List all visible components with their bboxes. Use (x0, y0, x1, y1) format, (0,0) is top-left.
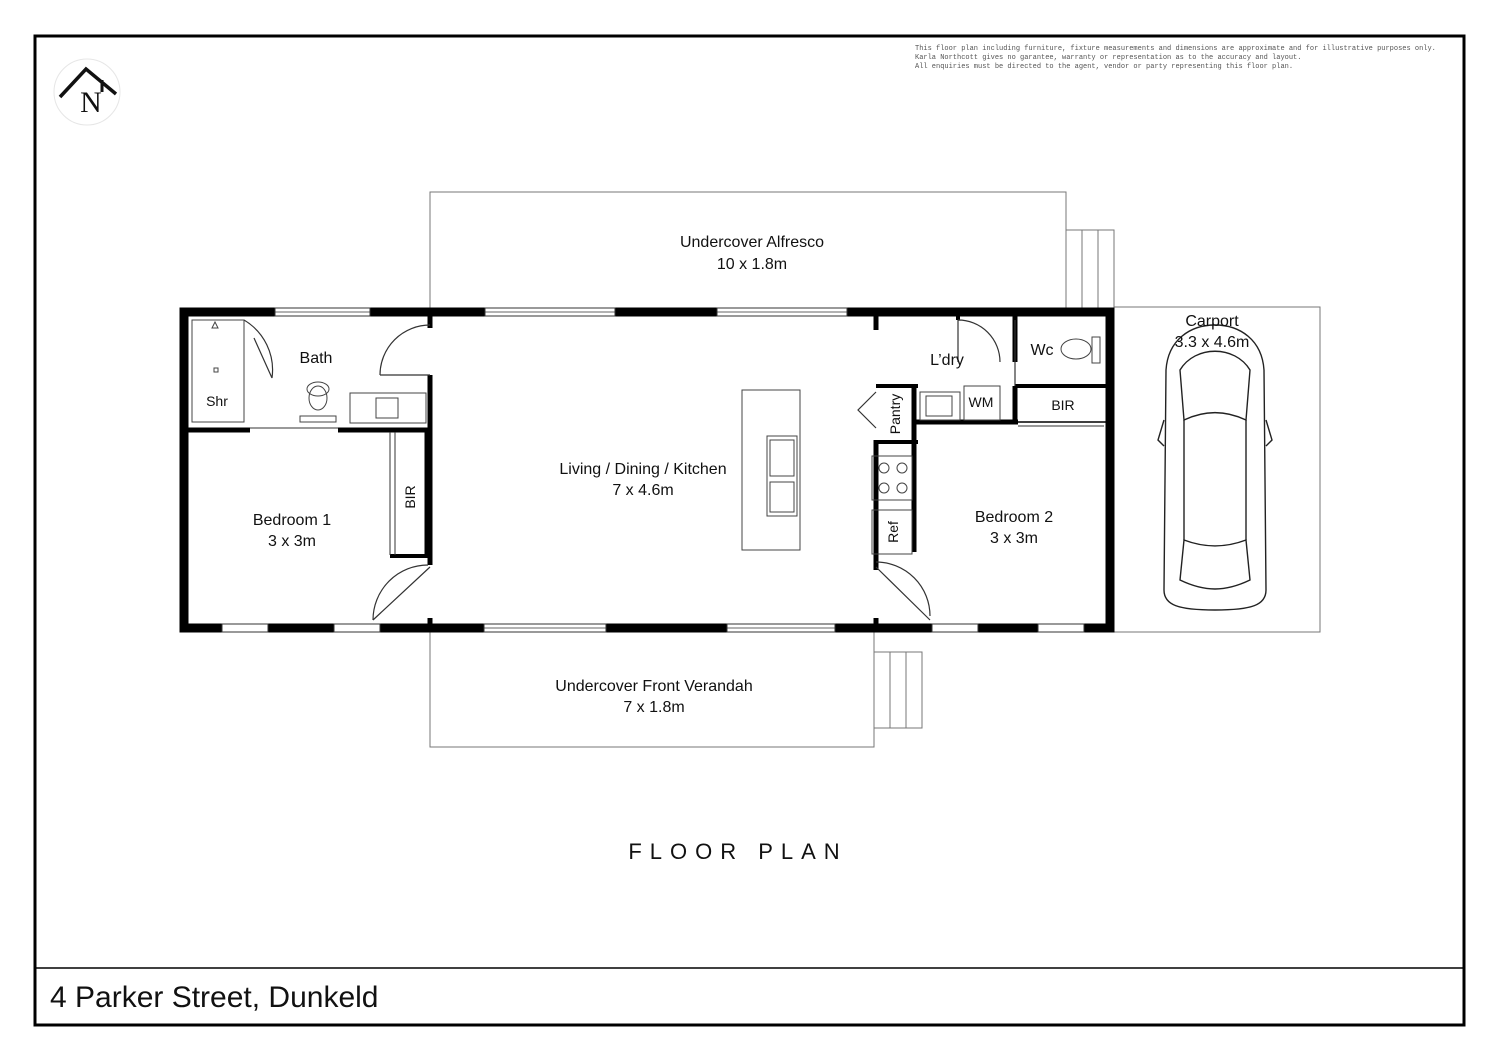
alfresco-outline (429, 191, 1067, 310)
outer-frame (33, 34, 1466, 1027)
ref-label: Ref (885, 521, 901, 543)
bath-label: Bath (300, 350, 333, 367)
exterior-walls (179, 307, 1115, 633)
bedroom2-size: 3 x 3m (990, 530, 1038, 547)
carport-label: Carport (1185, 313, 1239, 330)
plan-title: FLOOR PLAN (628, 839, 847, 864)
fridge-space (871, 509, 913, 555)
bath-vanity (349, 392, 427, 424)
pantry-label: Pantry (887, 394, 903, 434)
logo-letter: N (80, 86, 102, 119)
living-label: Living / Dining / Kitchen (559, 461, 726, 478)
property-address: 4 Parker Street, Dunkeld (50, 981, 379, 1014)
bedroom1-label: Bedroom 1 (253, 512, 331, 529)
doors (243, 319, 1104, 621)
fixtures (191, 319, 1101, 555)
carport-size: 3.3 x 4.6m (1175, 334, 1250, 351)
pantry-door (857, 391, 877, 429)
disclaimer: This floor plan including furniture, fix… (915, 45, 1436, 71)
shower-label: Shr (206, 393, 228, 409)
interior-walls (188, 316, 1106, 624)
logo: N (53, 58, 121, 126)
carport-outline (1113, 306, 1321, 633)
alfresco-size: 10 x 1.8m (717, 256, 787, 273)
car-icon (1157, 324, 1273, 611)
kitchen-sink-icon (766, 435, 798, 517)
verandah-size: 7 x 1.8m (623, 699, 684, 716)
disclaimer-line-3: All enquiries must be directed to the ag… (915, 63, 1293, 71)
bath-basin-icon (375, 397, 399, 419)
bedroom2-door (875, 561, 931, 621)
shower-tray (191, 319, 245, 423)
washing-machine-icon (963, 385, 1001, 421)
outdoor-areas (429, 191, 1321, 748)
living-size: 7 x 4.6m (612, 482, 673, 499)
disclaimer-line-2: Karla Northcott gives no garantee, warra… (915, 54, 1301, 62)
disclaimer-line-1: This floor plan including furniture, fix… (915, 45, 1436, 53)
alfresco-label: Undercover Alfresco (680, 234, 824, 251)
toilet-wc-icon (1060, 336, 1101, 364)
bath-door (379, 324, 431, 376)
laundry-label: L’dry (930, 352, 964, 369)
laundry-trough-icon (919, 391, 961, 421)
house-roof-icon (58, 66, 118, 99)
bir2-label: BIR (1051, 397, 1074, 413)
wm-label: WM (969, 394, 994, 410)
verandah-steps (873, 651, 923, 729)
bedroom2-label: Bedroom 2 (975, 509, 1053, 526)
verandah-label: Undercover Front Verandah (555, 678, 752, 695)
bedroom1-size: 3 x 3m (268, 533, 316, 550)
bir1-label: BIR (402, 485, 418, 508)
windows (221, 307, 1085, 633)
cooktop-icon (871, 455, 913, 501)
alfresco-steps (1065, 229, 1115, 309)
laundry-door (957, 319, 1001, 363)
bedroom1-door (372, 564, 431, 621)
wc-label: Wc (1030, 342, 1053, 359)
toilet-bath-icon (299, 381, 337, 423)
kitchen-island (741, 389, 801, 551)
room-labels: Undercover Alfresco 10 x 1.8m Bath Shr B… (206, 234, 1249, 716)
